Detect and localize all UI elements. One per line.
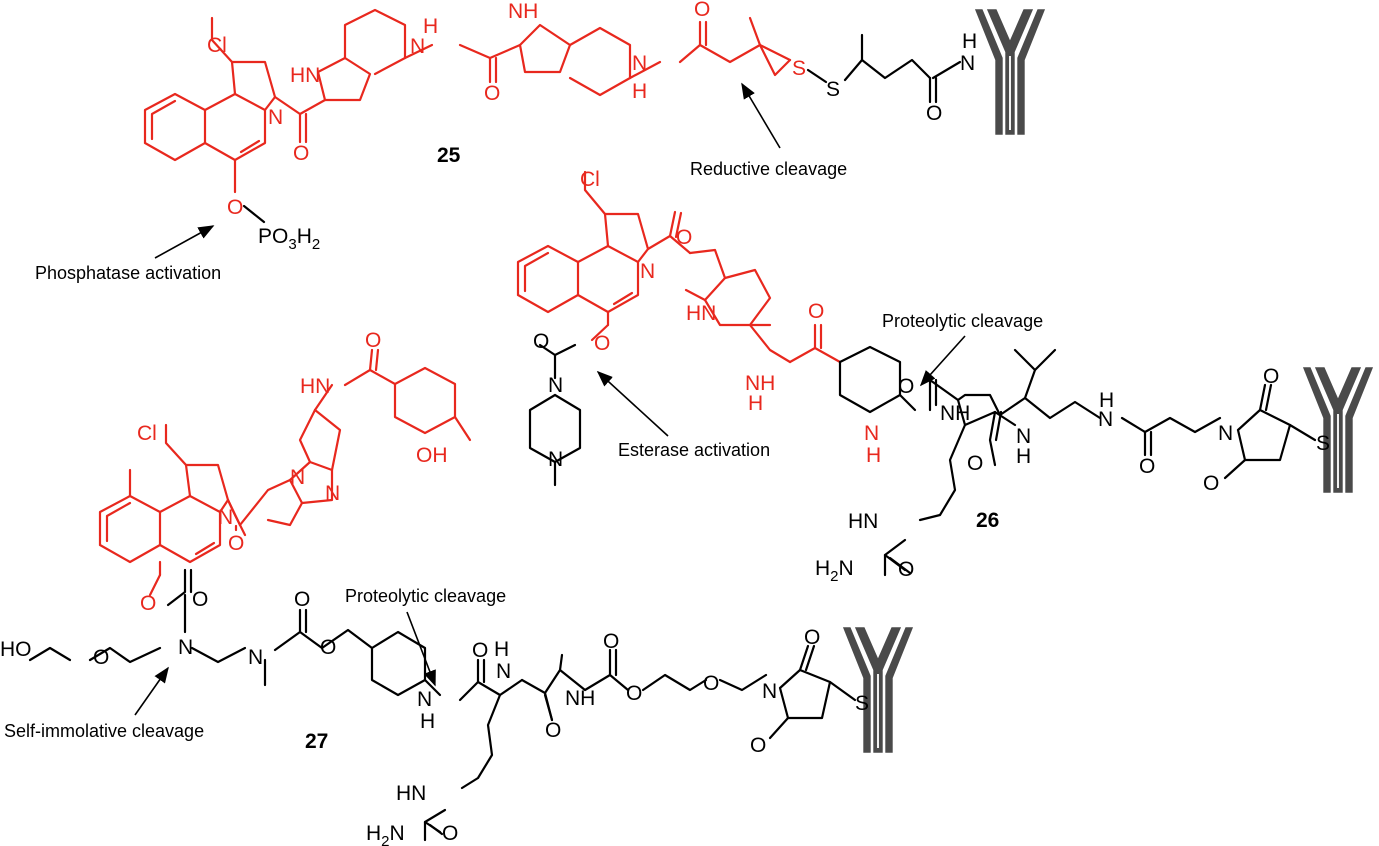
- sulfur: S: [1316, 432, 1330, 455]
- oxygen: O: [442, 822, 458, 845]
- annotation-esterase: Esterase activation: [618, 440, 770, 460]
- phosphate: PO3H2: [258, 225, 320, 253]
- oxygen: O: [898, 558, 914, 581]
- oxygen: O: [603, 630, 619, 653]
- oxygen: O: [533, 330, 549, 353]
- indole-hn: HN: [686, 302, 716, 325]
- indole-nh: HN: [290, 64, 320, 87]
- sulfur: S: [826, 78, 840, 101]
- amine-h: H: [1016, 445, 1031, 468]
- annotation-proteolytic-26: Proteolytic cleavage: [882, 311, 1043, 331]
- annotation-self-immolative: Self-immolative cleavage: [4, 721, 204, 741]
- amide-n: N: [496, 660, 511, 683]
- amide-hn: HN: [300, 375, 330, 398]
- annotation-reductive: Reductive cleavage: [690, 159, 847, 179]
- oxygen: O: [192, 588, 208, 611]
- amide-n: N: [417, 688, 432, 711]
- hydroxyl: OH: [416, 444, 448, 467]
- oxygen: O: [898, 375, 914, 398]
- nitrogen: N: [290, 466, 305, 489]
- oxygen: O: [545, 719, 561, 742]
- oxygen: O: [594, 332, 610, 355]
- compound-25: Cl N O HN N H O NH N H O S S O N H O PO3…: [143, 0, 1045, 253]
- urea-nh2: H2N: [366, 822, 405, 846]
- imide-n: N: [762, 680, 777, 703]
- nitrogen: N: [548, 448, 563, 471]
- oxygen: O: [808, 300, 824, 323]
- imide-n: N: [1218, 422, 1233, 445]
- urea-hn: HN: [848, 510, 878, 533]
- sulfur: S: [792, 57, 806, 80]
- amide-h: H: [1099, 389, 1114, 412]
- ether-o: O: [703, 672, 719, 695]
- ester-o: O: [320, 636, 336, 659]
- amide-h: H: [420, 710, 435, 733]
- oxygen: O: [676, 226, 692, 249]
- urea-nh2: H2N: [815, 557, 854, 585]
- amide-nh: NH: [745, 372, 775, 395]
- ester-o: O: [626, 682, 642, 705]
- amide-h: H: [494, 638, 509, 661]
- annotation-proteolytic-27: Proteolytic cleavage: [345, 586, 506, 606]
- amide-nh: N: [632, 52, 647, 75]
- annotation-phosphatase: Phosphatase activation: [35, 263, 221, 283]
- urea-hn: HN: [396, 782, 426, 805]
- nitrogen: N: [325, 482, 340, 505]
- oxygen: O: [140, 592, 156, 615]
- nitrogen: N: [548, 374, 563, 397]
- oxygen: O: [1139, 455, 1155, 478]
- nitrogen: N: [268, 106, 283, 129]
- amide-nh: N: [410, 35, 425, 58]
- oxygen: O: [294, 588, 310, 611]
- amide-h: H: [423, 15, 438, 38]
- sulfur: S: [855, 692, 869, 715]
- oxygen: O: [1263, 365, 1279, 388]
- oxygen: O: [228, 532, 244, 555]
- oxygen: O: [1203, 472, 1219, 495]
- oxygen: O: [227, 196, 243, 219]
- chlorine: Cl: [207, 34, 227, 57]
- amide-h: H: [632, 80, 647, 103]
- compound-26: Cl N O HN NH H O N H O O N N O NH O N H …: [516, 168, 1373, 585]
- carbamate-nh: NH: [565, 687, 595, 710]
- oxygen: O: [472, 639, 488, 662]
- amine-n: N: [1016, 425, 1031, 448]
- nitrogen: N: [640, 260, 655, 283]
- oxygen: O: [293, 142, 309, 165]
- amide-h: H: [962, 30, 977, 53]
- ether-o: O: [93, 646, 109, 669]
- hydroxyl: HO: [0, 638, 32, 661]
- amide-n: N: [1098, 408, 1113, 431]
- compound-27: Cl N O N N HN O OH O O N O HO N O O N H …: [0, 329, 913, 846]
- oxygen: O: [967, 452, 983, 475]
- oxygen: O: [484, 82, 500, 105]
- indole-nh: NH: [508, 0, 538, 23]
- oxygen: O: [694, 0, 710, 21]
- compound-label-25: 25: [437, 144, 461, 167]
- amide-h: H: [748, 392, 763, 415]
- compound-label-26: 26: [976, 509, 999, 532]
- oxygen: O: [750, 734, 766, 757]
- oxygen: O: [804, 626, 820, 649]
- nitrogen: N: [218, 506, 233, 529]
- methyl-n: N: [248, 646, 263, 669]
- amide-nh: NH: [940, 402, 970, 425]
- amide-n: N: [960, 52, 975, 75]
- amide-n: N: [864, 422, 879, 445]
- chlorine: Cl: [580, 168, 600, 191]
- carbamate-n: N: [178, 636, 193, 659]
- amide-h: H: [866, 444, 881, 467]
- compound-label-27: 27: [305, 730, 328, 753]
- chlorine: Cl: [137, 422, 157, 445]
- oxygen: O: [365, 329, 381, 352]
- oxygen: O: [926, 102, 942, 125]
